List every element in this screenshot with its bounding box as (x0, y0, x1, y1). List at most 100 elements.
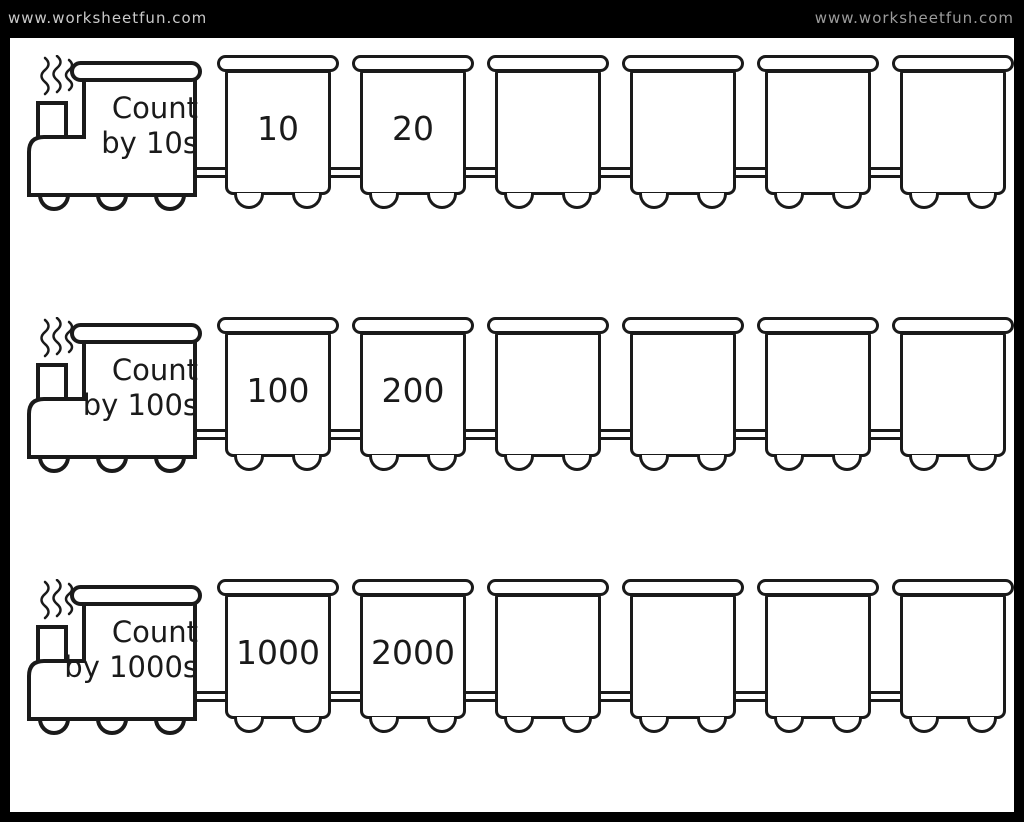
engine-wheel-icon (153, 717, 187, 735)
car-wheels (217, 717, 339, 733)
wheel-icon (967, 193, 997, 209)
engine-label-line2: by 10s (101, 126, 198, 161)
engine-label-line1: Count (111, 615, 198, 649)
wheel-icon (427, 717, 457, 733)
car-wheels (487, 455, 609, 471)
car-number: 20 (392, 109, 434, 148)
car-number-box: 1000 (225, 594, 331, 719)
chimney (36, 101, 68, 141)
engine-wheel-icon (95, 193, 129, 211)
car-wheels (622, 455, 744, 471)
wheel-icon (562, 193, 592, 209)
car-number-box (900, 594, 1006, 719)
wheel-icon (774, 455, 804, 471)
car-number-box (630, 70, 736, 195)
wheel-icon (369, 455, 399, 471)
wheel-icon (774, 193, 804, 209)
wheel-icon (909, 193, 939, 209)
car-wheels (622, 193, 744, 209)
train-car (892, 579, 1014, 749)
train-car: 200 (352, 317, 474, 487)
wheel-icon (504, 455, 534, 471)
wheel-icon (234, 193, 264, 209)
car-number-box (495, 332, 601, 457)
engine-label-line1: Count (111, 91, 198, 125)
engine-roof (70, 585, 202, 606)
engine-wheel-icon (95, 455, 129, 473)
train-car (892, 55, 1014, 225)
wheel-icon (832, 717, 862, 733)
engine-label: Count by 100s (83, 353, 198, 424)
engine-icon (27, 579, 202, 735)
car-wheels (352, 193, 474, 209)
engine-label-line2: by 1000s (64, 650, 198, 685)
wheel-icon (639, 455, 669, 471)
car-number: 200 (381, 371, 445, 410)
wheel-icon (967, 455, 997, 471)
car-number-box: 20 (360, 70, 466, 195)
wheel-icon (427, 193, 457, 209)
wheel-icon (909, 455, 939, 471)
train-engine: Count by 1000s (24, 579, 204, 749)
car-number-box: 200 (360, 332, 466, 457)
train-car (487, 55, 609, 225)
train-car: 1000 (217, 579, 339, 749)
wheel-icon (967, 717, 997, 733)
engine-label: Count by 1000s (64, 615, 198, 686)
wheel-icon (832, 193, 862, 209)
car-wheels (352, 717, 474, 733)
train-car (757, 55, 879, 225)
train-row-100s: Count by 100s 100 200 (24, 317, 1014, 487)
car-number-box: 100 (225, 332, 331, 457)
wheel-icon (774, 717, 804, 733)
wheel-icon (369, 717, 399, 733)
engine-wheel-icon (37, 455, 71, 473)
wheel-icon (562, 455, 592, 471)
wheel-icon (697, 717, 727, 733)
train-row-1000s: Count by 1000s 1000 2000 (24, 579, 1014, 749)
engine-wheel-icon (153, 193, 187, 211)
engine-roof (70, 323, 202, 344)
car-number-box (630, 594, 736, 719)
worksheet-sheet: Count by 10s 10 20 (10, 38, 1014, 812)
chimney (36, 625, 68, 665)
car-number: 1000 (236, 633, 320, 672)
watermark-left: www.worksheetfun.com (8, 9, 208, 27)
car-number-box (900, 332, 1006, 457)
wheel-icon (504, 717, 534, 733)
car-wheels (352, 455, 474, 471)
engine-wheel-icon (95, 717, 129, 735)
engine-label-line1: Count (111, 353, 198, 387)
wheel-icon (697, 455, 727, 471)
train-car (892, 317, 1014, 487)
wheel-icon (234, 455, 264, 471)
smoke-icon (40, 55, 74, 96)
car-number: 100 (246, 371, 310, 410)
top-watermark-bar: www.worksheetfun.com www.worksheetfun.co… (0, 0, 1024, 38)
wheel-icon (562, 717, 592, 733)
car-number: 2000 (371, 633, 455, 672)
car-number: 10 (257, 109, 299, 148)
wheel-icon (832, 455, 862, 471)
train-car: 100 (217, 317, 339, 487)
smoke-icon (40, 317, 74, 358)
car-wheels (757, 193, 879, 209)
engine-icon (27, 317, 202, 473)
wheel-icon (639, 717, 669, 733)
watermark-right: www.worksheetfun.com (814, 9, 1014, 27)
car-number-box (765, 332, 871, 457)
wheel-icon (292, 717, 322, 733)
car-number-box: 2000 (360, 594, 466, 719)
train-car (622, 579, 744, 749)
car-wheels (487, 193, 609, 209)
wheel-icon (639, 193, 669, 209)
car-wheels (892, 193, 1014, 209)
car-number-box: 10 (225, 70, 331, 195)
car-number-box (495, 594, 601, 719)
train-car (487, 579, 609, 749)
wheel-icon (697, 193, 727, 209)
car-number-box (495, 70, 601, 195)
car-wheels (217, 193, 339, 209)
car-wheels (892, 455, 1014, 471)
engine-wheel-icon (37, 193, 71, 211)
